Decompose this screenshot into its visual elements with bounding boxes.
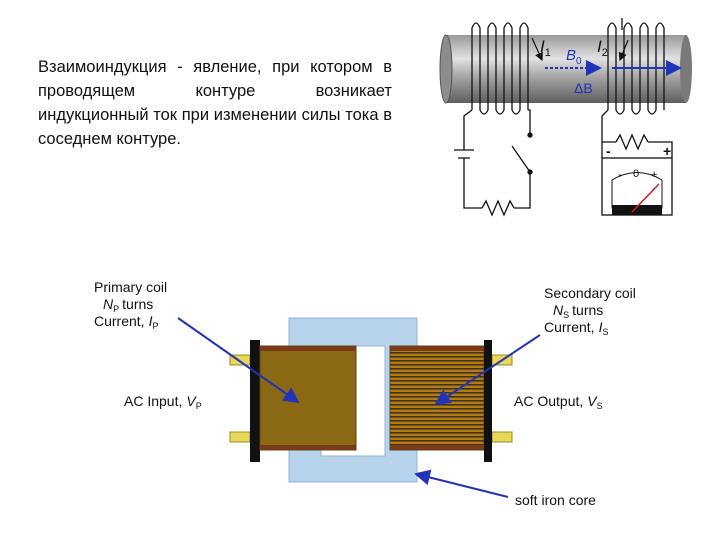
galvanometer: - + - 0 + <box>601 143 673 216</box>
ac-input-label: AC Input,VP <box>124 393 202 411</box>
secondary-circuit <box>601 18 673 158</box>
meter-terminal-plus: + <box>663 143 671 159</box>
current-1-arrow <box>531 37 543 62</box>
ac-output-label: AC Output,VS <box>514 393 603 411</box>
definition-text: Взаимоиндукция - явление, при котором в … <box>38 58 392 148</box>
secondary-pointer-arrow <box>434 334 541 406</box>
primary-pointer-arrow <box>177 317 300 404</box>
primary-current-label: Current,IP <box>94 313 158 331</box>
secondary-current-label: Current,IS <box>544 319 608 337</box>
coil-left <box>471 22 529 115</box>
current-2-label: I2 <box>597 37 608 59</box>
meter-scale-zero: 0 <box>633 168 639 180</box>
delta-b-label: ΔB <box>574 80 593 96</box>
primary-coil-title: Primary coil <box>94 279 167 295</box>
primary-coil <box>250 340 357 462</box>
current-2-arrow <box>618 39 629 62</box>
coil-right <box>607 22 665 115</box>
meter-scale-minus: - <box>618 169 622 181</box>
current-1-label: I1 <box>540 37 551 59</box>
field-b0-label: B0 <box>566 47 582 67</box>
secondary-coil-title: Secondary coil <box>544 285 636 301</box>
soft-iron-core-label: soft iron core <box>515 492 596 508</box>
primary-circuit <box>454 109 533 217</box>
secondary-terminals <box>491 354 513 443</box>
meter-scale-plus: + <box>651 169 657 181</box>
core-pointer-arrow <box>414 469 509 498</box>
meter-terminal-minus: - <box>606 143 611 159</box>
primary-terminals <box>229 354 251 443</box>
